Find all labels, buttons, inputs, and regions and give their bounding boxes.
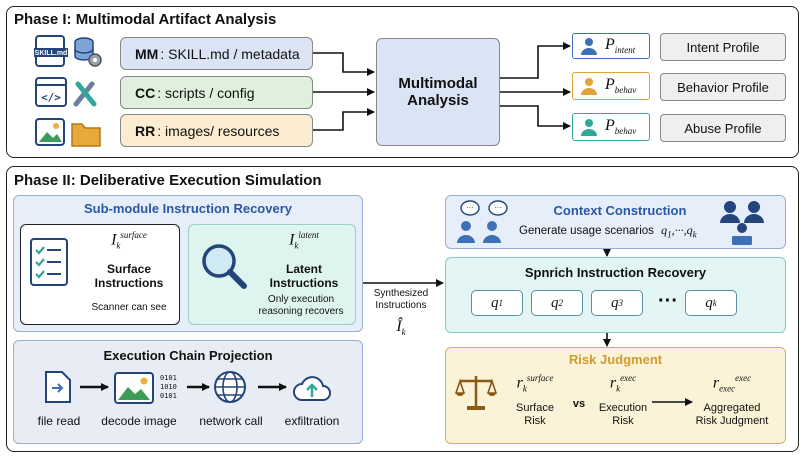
arrow-analysis-abuse: [500, 105, 571, 130]
execution-risk-symbol: rkexec: [609, 373, 637, 394]
globe-icon: [214, 371, 246, 403]
person-icon: [581, 38, 597, 55]
step-exfiltration: exfiltration: [284, 414, 340, 428]
synthesized-symbol: Îk: [396, 318, 406, 338]
svg-text:···: ···: [466, 203, 474, 212]
profile-intent-symbol-box: Pintent: [572, 33, 650, 59]
input-cc-text: : scripts / config: [157, 84, 255, 101]
profile-behavior-symbol-box: Pbehav: [572, 72, 650, 100]
profile-abuse-symbol-box: Pbehav: [572, 113, 650, 141]
surface-risk-symbol: rksurface: [516, 373, 554, 394]
code-tools-icon: </>: [35, 77, 97, 107]
surface-caption: Scanner can see: [91, 302, 167, 313]
scenario-ellipsis: ···: [658, 290, 678, 312]
aggregated-risk-symbol: rexecexec: [712, 373, 752, 394]
file-read-icon: [45, 371, 71, 403]
context-title: Context Construction: [553, 203, 687, 218]
execution-chain-title: Execution Chain Projection: [103, 348, 273, 363]
analysis-line2: Analysis: [407, 92, 469, 109]
input-cc-box: CC: scripts / config: [120, 76, 313, 109]
analysis-line1: Multimodal: [398, 75, 478, 92]
person-icon: [581, 78, 597, 95]
vs-label: vs: [572, 398, 586, 410]
context-text: Generate usage scenarios q1,···,qk: [519, 223, 697, 240]
skill-file-icon: SKILL.md: [34, 35, 102, 67]
profile-abuse-label: Abuse Profile: [660, 114, 786, 142]
arrow-rr-analysis: [313, 108, 375, 131]
latent-instruction-symbol: Iklatent: [289, 230, 319, 251]
arrow-mm-analysis: [313, 52, 375, 76]
context-scenarios-math: q1,···,qk: [661, 223, 697, 240]
input-rr-box: RR: images/ resources: [120, 114, 313, 147]
person-icon: [581, 119, 597, 136]
surface-instruction-symbol: Iksurface: [111, 230, 147, 251]
submodule-title: Sub-module Instruction Recovery: [83, 201, 293, 216]
phase1-title: Phase I: Multimodal Artifact Analysis: [14, 11, 277, 28]
risk-judgment-panel: [445, 347, 786, 444]
input-mm-code: MM: [135, 45, 159, 62]
profile-intent-symbol: Pintent: [605, 36, 636, 56]
users-group-icon: [720, 201, 764, 245]
cloud-upload-icon: [293, 376, 331, 401]
risk-title: Risk Judgment: [568, 352, 663, 367]
step-decode-image: decode image: [101, 414, 177, 428]
profile-behavior-symbol: Pbehav: [605, 76, 637, 96]
magnifier-icon: [202, 244, 247, 289]
image-folder-icon: [35, 118, 101, 147]
input-rr-text: : images/ resources: [157, 122, 280, 139]
multimodal-analysis-box: Multimodal Analysis: [376, 38, 500, 146]
svg-text:</>: </>: [41, 91, 61, 104]
checklist-icon: [30, 238, 68, 286]
chat-users-icon: ··· ···: [457, 200, 508, 243]
input-cc-code: CC: [135, 84, 156, 101]
phase2-title: Phase II: Deliberative Execution Simulat…: [14, 172, 322, 189]
decode-image-icon: [114, 372, 154, 404]
profile-behavior-label: Behavior Profile: [660, 73, 786, 101]
profile-intent-label: Intent Profile: [660, 33, 786, 61]
scales-icon: [455, 376, 497, 410]
step-network-call: network call: [199, 414, 263, 428]
svg-text:···: ···: [494, 203, 502, 212]
input-mm-box: MM: SKILL.md / metadata: [120, 37, 313, 70]
input-mm-text: : SKILL.md / metadata: [160, 45, 300, 62]
spnrich-title: Spnrich Instruction Recovery: [524, 265, 707, 280]
input-rr-code: RR: [135, 122, 156, 139]
skill-file-label: SKILL.md: [35, 50, 68, 57]
arrow-analysis-intent: [500, 42, 571, 79]
profile-abuse-symbol: Pbehav: [605, 117, 637, 137]
step-file-read: file read: [37, 414, 81, 428]
